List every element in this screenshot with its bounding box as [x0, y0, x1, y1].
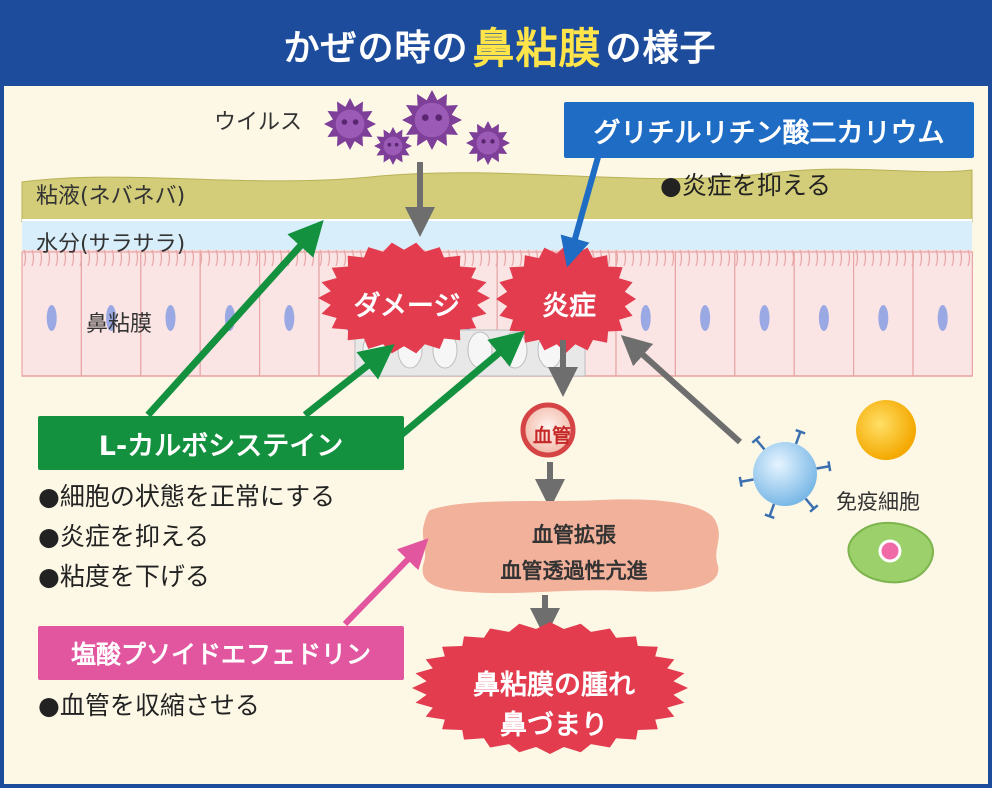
carbocisteine-effect-2: ●炎症を抑える — [38, 522, 210, 551]
vessel-effects-blob — [422, 499, 719, 594]
pseudoephedrine-effect: ●血管を収縮させる — [38, 691, 260, 720]
damage-text: ダメージ — [353, 291, 461, 322]
water-layer — [22, 220, 972, 250]
title-pre: かぜの時の — [283, 28, 469, 69]
mucus-layer — [21, 168, 973, 223]
vessel-effect-line2: 血管透過性亢進 — [500, 559, 648, 583]
arrow-carbo-to-water — [145, 219, 324, 418]
result-line2: 鼻づまり — [500, 710, 608, 741]
immune-cells-label: 免疫細胞 — [836, 490, 920, 514]
arrow-glycyrrhizin — [560, 149, 603, 268]
arrow-pseudo — [342, 538, 429, 627]
result-burst — [412, 622, 688, 754]
ingredient-pseudoephedrine: 塩酸プソイドエフェドリン — [38, 626, 404, 680]
virus-icon — [324, 98, 376, 150]
carbocisteine-effect-3: ●粘度を下げる — [38, 562, 210, 591]
carbocisteine-effect-1: ●細胞の状態を正常にする — [38, 482, 336, 511]
virus-icon — [466, 121, 510, 165]
vessel-circle — [520, 402, 576, 458]
result-line1: 鼻粘膜の腫れ — [473, 670, 635, 701]
membrane-label: 鼻粘膜 — [86, 312, 153, 337]
ingredient-carbocisteine: L-カルボシステイン — [38, 416, 404, 470]
glycyrrhizin-effect: ●炎症を抑える — [660, 171, 832, 200]
damage-burst — [318, 242, 490, 354]
arrow-carbo-to-inflammation — [397, 330, 526, 439]
inflammation-burst — [496, 245, 636, 353]
virus-icon — [374, 127, 412, 165]
vessel-effect-line1: 血管拡張 — [532, 523, 616, 547]
title-highlight: 鼻粘膜 — [472, 23, 602, 73]
title-post: の様子 — [605, 28, 717, 69]
virus-icon — [402, 90, 462, 150]
immune-cell-yellow — [856, 400, 916, 460]
mucus-label: 粘液(ネバネバ) — [36, 184, 186, 209]
cilia — [23, 249, 971, 267]
arrow-immune-to-inflammation — [620, 334, 743, 445]
water-label: 水分(サラサラ) — [36, 232, 186, 257]
title-bar: かぜの時の鼻粘膜の様子 — [4, 4, 992, 86]
ingredient-glycyrrhizin: グリチルリチン酸二カリウム — [564, 102, 974, 158]
immune-cell-icon — [738, 428, 832, 520]
carbocisteine-effects: ●細胞の状態を正常にする ●炎症を抑える ●粘度を下げる — [38, 477, 335, 597]
arrow-carbo-to-cells — [302, 344, 395, 418]
vessel-text: 血管 — [532, 425, 571, 447]
virus-label: ウイルス — [214, 110, 303, 135]
mucosa-diagram — [21, 90, 974, 754]
inflammation-text: 炎症 — [542, 291, 596, 322]
